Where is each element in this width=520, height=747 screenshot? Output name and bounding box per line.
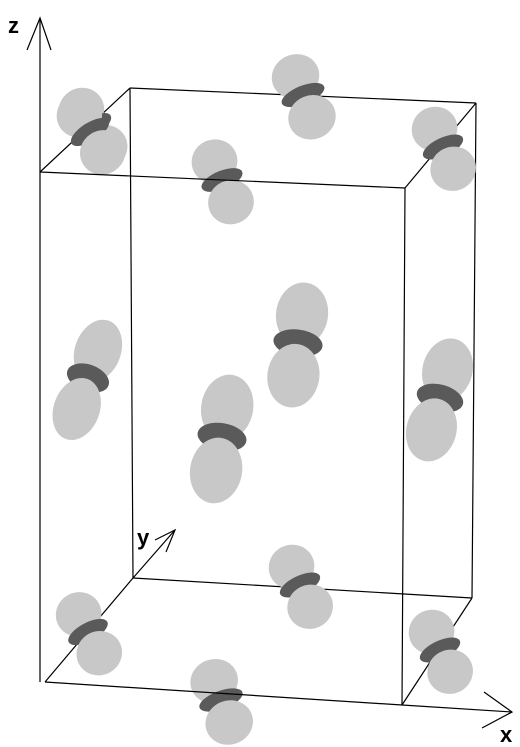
- y-axis-arrowhead: [154, 528, 177, 553]
- orbital-body-center-lower: [189, 374, 254, 504]
- orbital-lobe-lower: [288, 94, 336, 140]
- orbital-ring: [419, 637, 461, 663]
- orbital-lobe-lower: [52, 378, 101, 441]
- orbital-edge-bottom-front: [190, 658, 253, 745]
- orbital-face-top-center: [271, 54, 336, 140]
- unit-cell-front: [39, 171, 406, 706]
- orbital-lobe-lower: [405, 398, 457, 462]
- z-axis-label: z: [8, 13, 19, 38]
- x-axis: [401, 691, 514, 729]
- cell-edge: [44, 681, 403, 706]
- orbital-face-left-center: [52, 319, 123, 441]
- cell-edge: [401, 187, 406, 706]
- orbital-lobe-lower: [427, 649, 473, 694]
- orbital-lobe-lower: [189, 437, 243, 504]
- y-axis: [132, 528, 177, 579]
- orbital-ring: [279, 572, 321, 598]
- orbital-ring: [422, 134, 464, 160]
- orbital-lobe-lower: [79, 130, 126, 175]
- orbital-corner-bottom-right: [408, 609, 473, 694]
- orbital-corner-top-right: [411, 106, 476, 191]
- orbital-edge-top-front: [191, 139, 254, 225]
- z-axis-arrowhead: [26, 16, 52, 51]
- orbital-ring: [68, 618, 108, 646]
- cell-edge: [129, 87, 134, 579]
- orbital-face-right-center: [405, 338, 474, 462]
- orbital-corner-bottom-left: [55, 592, 123, 676]
- orbital-ring: [281, 82, 325, 108]
- orbital-lobe-lower: [267, 343, 320, 408]
- orbital-ring: [70, 118, 110, 146]
- orbital-lobe-lower: [76, 630, 123, 676]
- unit-cell-box: [39, 87, 477, 706]
- orbital-lobe-lower: [287, 584, 333, 629]
- orbital-lobe-lower: [205, 700, 253, 745]
- orbital-face-bottom-center: [268, 544, 333, 629]
- cell-edge: [39, 171, 406, 189]
- z-axis: [26, 16, 52, 682]
- cell-edge: [471, 102, 477, 599]
- x-axis-label: x: [500, 722, 513, 747]
- orbital-lobe-lower: [430, 146, 476, 191]
- x-axis-arrowhead: [481, 691, 514, 729]
- orbital-corner-front-top-left: [56, 92, 126, 175]
- orbitals-group: [52, 54, 476, 745]
- orbital-body-center-upper: [267, 282, 329, 408]
- y-axis-label: y: [137, 525, 150, 550]
- orbital-lobe-lower: [208, 180, 254, 225]
